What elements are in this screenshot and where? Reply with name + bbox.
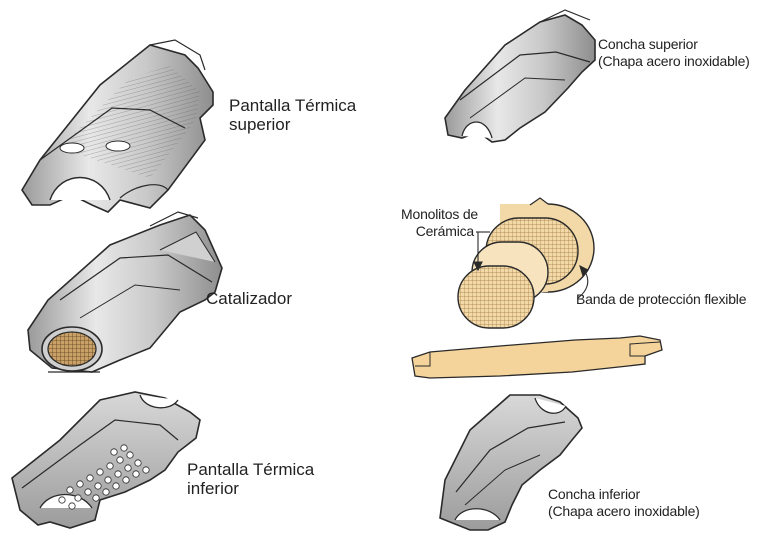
label-ceramic-monoliths-line1: Monolitos de bbox=[388, 206, 478, 222]
label-lower-shell-line2: (Chapa acero inoxidable) bbox=[548, 503, 700, 519]
label-bottom-heat-shield-line1: Pantalla Térmica bbox=[187, 460, 314, 479]
catalyst-assembly bbox=[28, 212, 222, 372]
top-heat-shield bbox=[22, 40, 213, 212]
label-flexible-band: Banda de protección flexible bbox=[576, 291, 746, 307]
label-ceramic-monoliths-line2: Cerámica bbox=[388, 223, 474, 239]
label-upper-shell-line2: (Chapa acero inoxidable) bbox=[598, 53, 750, 69]
label-bottom-heat-shield-line2: inferior bbox=[187, 479, 239, 498]
label-top-heat-shield-line2: superior bbox=[229, 115, 290, 134]
label-catalyst: Catalizador bbox=[206, 289, 292, 308]
label-lower-shell-line1: Concha inferior bbox=[548, 486, 640, 502]
bottom-heat-shield bbox=[12, 392, 200, 528]
label-upper-shell-line1: Concha superior bbox=[598, 36, 698, 52]
upper-shell bbox=[445, 10, 595, 142]
label-top-heat-shield-line1: Pantalla Térmica bbox=[229, 96, 356, 115]
flexible-band-strip bbox=[412, 336, 662, 378]
